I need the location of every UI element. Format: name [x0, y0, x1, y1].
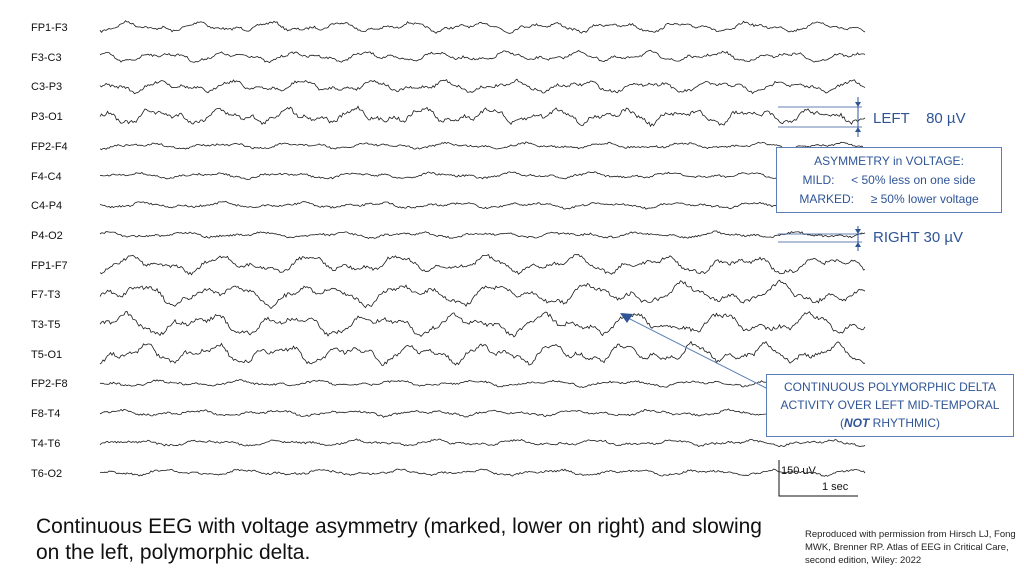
eeg-trace-f3-c3 [100, 50, 865, 62]
right-amplitude-marker [778, 226, 862, 251]
channel-label-f3-c3: F3-C3 [31, 52, 62, 64]
eeg-trace-t4-t6 [100, 439, 865, 447]
left-amplitude-marker [778, 97, 862, 137]
channel-label-f4-c4: F4-C4 [31, 171, 62, 183]
scale-time: 1 sec [822, 481, 848, 493]
eeg-trace-fp2-f4 [100, 142, 865, 150]
channel-label-p4-o2: P4-O2 [31, 230, 63, 242]
channel-label-f8-t4: F8-T4 [31, 408, 60, 420]
eeg-trace-t5-o1 [100, 342, 865, 366]
channel-label-p3-o1: P3-O1 [31, 111, 63, 123]
delta-line-1: CONTINUOUS POLYMORPHIC DELTA [767, 378, 1013, 396]
delta-pointer-arrow [620, 313, 770, 390]
asymmetry-title: ASYMMETRY in VOLTAGE: [777, 152, 1001, 171]
eeg-trace-t3-t5 [100, 312, 865, 337]
eeg-trace-f8-t4 [100, 409, 865, 417]
eeg-trace-p3-o1 [100, 106, 865, 126]
asymmetry-marked: MARKED: ≥ 50% lower voltage [777, 190, 1001, 209]
asymmetry-mild: MILD: < 50% less on one side [777, 171, 1001, 190]
channel-label-c3-p3: C3-P3 [31, 81, 62, 93]
mild-text: < 50% less on one side [851, 173, 975, 187]
channel-label-t5-o1: T5-O1 [31, 349, 62, 361]
channel-label-fp1-f7: FP1-F7 [31, 260, 68, 272]
marked-label: MARKED: [799, 192, 854, 206]
asymmetry-info-box: ASYMMETRY in VOLTAGE: MILD: < 50% less o… [776, 147, 1002, 213]
eeg-trace-c4-p4 [100, 201, 865, 209]
scale-voltage: 150 uV [781, 465, 816, 477]
source-credit: Reproduced with permission from Hirsch L… [805, 528, 1020, 567]
mild-label: MILD: [802, 173, 834, 187]
delta-not-emphasis: NOT [844, 416, 869, 430]
eeg-trace-fp1-f7 [100, 254, 865, 274]
eeg-traces [100, 21, 865, 477]
figure-caption: Continuous EEG with voltage asymmetry (m… [36, 514, 776, 566]
channel-label-fp1-f3: FP1-F3 [31, 22, 68, 34]
eeg-trace-fp2-f8 [100, 380, 865, 388]
channel-label-t3-t5: T3-T5 [31, 319, 60, 331]
channel-label-fp2-f4: FP2-F4 [31, 141, 68, 153]
delta-info-box: CONTINUOUS POLYMORPHIC DELTA ACTIVITY OV… [766, 374, 1014, 437]
delta-line-3: (NOT RHYTHMIC) [767, 414, 1013, 432]
channel-label-fp2-f8: FP2-F8 [31, 378, 68, 390]
eeg-trace-p4-o2 [100, 231, 865, 239]
marked-text: ≥ 50% lower voltage [871, 192, 979, 206]
channel-label-f7-t3: F7-T3 [31, 289, 60, 301]
delta-line-2: ACTIVITY OVER LEFT MID-TEMPORAL [767, 396, 1013, 414]
left-voltage-label: LEFT 80 µV [873, 110, 966, 127]
right-voltage-label: RIGHT 30 µV [873, 229, 963, 246]
eeg-trace-fp1-f3 [100, 21, 865, 34]
eeg-trace-f7-t3 [100, 280, 865, 308]
eeg-trace-c3-p3 [100, 79, 865, 94]
eeg-trace-f4-c4 [100, 172, 865, 180]
channel-label-t6-o2: T6-O2 [31, 468, 62, 480]
eeg-trace-t6-o2 [100, 469, 865, 476]
channel-label-c4-p4: C4-P4 [31, 200, 62, 212]
channel-label-t4-t6: T4-T6 [31, 438, 60, 450]
